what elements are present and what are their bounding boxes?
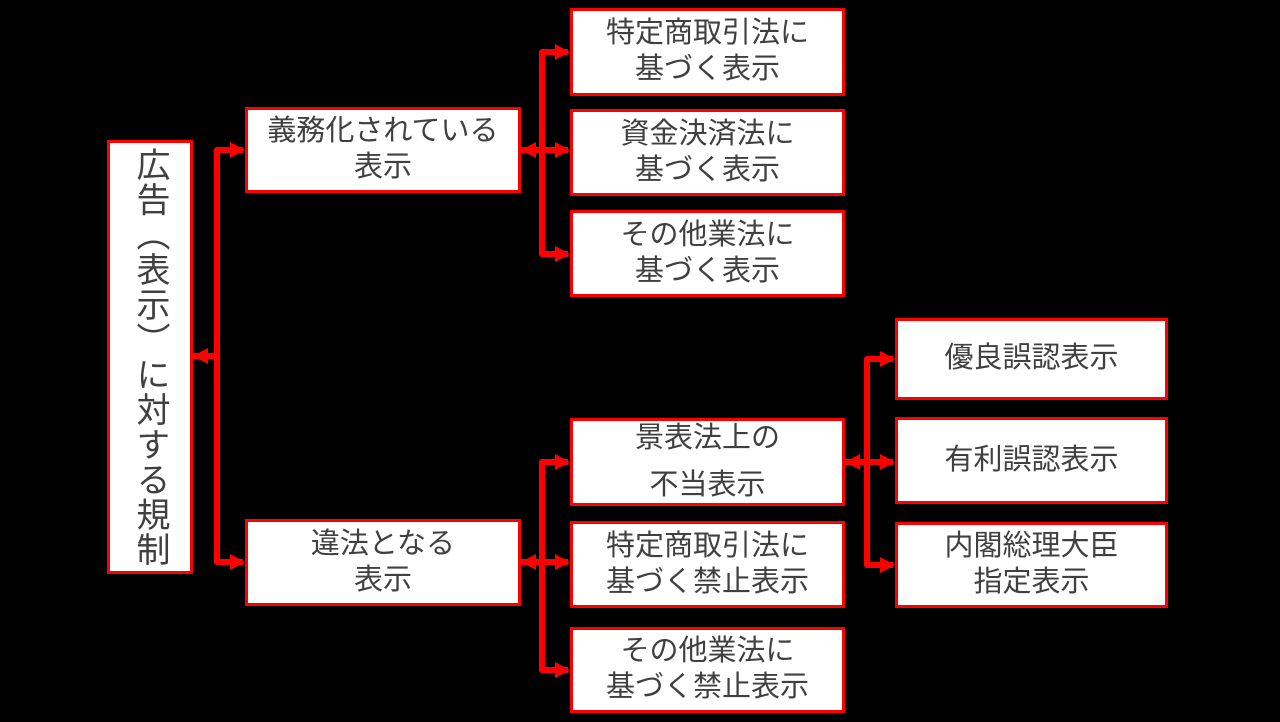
arrowhead	[880, 351, 895, 367]
node-label-line: 基づく表示	[634, 53, 780, 85]
node-label-line: その他業法に	[620, 218, 795, 251]
arrowhead	[555, 246, 570, 262]
arrowhead	[521, 554, 536, 570]
arrowhead	[880, 454, 895, 470]
connector-keihyoho-to-yuryo	[845, 356, 893, 465]
arrowhead	[230, 554, 245, 570]
node-label-line: 指定表示	[973, 566, 1090, 598]
node-tokutei-kinshi: 特定商取引法に 基づく禁止表示	[570, 521, 845, 608]
node-root: 広告（表示）に対する規制	[107, 140, 193, 574]
arrowhead	[555, 662, 570, 678]
arrowhead	[555, 44, 570, 60]
arrowhead	[555, 142, 570, 158]
node-label-line: 基づく表示	[634, 254, 780, 287]
node-label-line: 有利誤認表示	[944, 443, 1119, 476]
arrowhead	[230, 142, 245, 158]
node-sonota-hyoji: その他業法に 基づく表示	[570, 210, 845, 297]
node-keihyoho-futo: 景表法上の 不当表示	[570, 418, 845, 506]
node-label-line: 特定商取引法に	[605, 529, 809, 562]
node-label-line: 基づく表示	[634, 153, 780, 186]
node-label-line: 表示	[353, 563, 412, 596]
connector-mandatory-to-sonota	[521, 147, 568, 257]
node-shikin-hyoji: 資金決済法に 基づく表示	[570, 109, 845, 196]
node-label-line: その他業法に	[620, 635, 795, 668]
arrowhead	[521, 142, 536, 158]
node-label-line: 違法となる	[310, 527, 456, 560]
node-yuri-gonin: 有利誤認表示	[895, 417, 1168, 504]
node-mandatory-display: 義務化されている 表示	[245, 107, 521, 193]
node-label-line: 義務化されている	[267, 115, 499, 148]
node-tokutei-hyoji: 特定商取引法に 基づく表示	[570, 8, 845, 96]
connector-keihyoho-to-naikaku	[845, 459, 893, 568]
connector-root-to-mandatory	[193, 147, 243, 359]
node-root-label: 広告（表示）に対する規制	[131, 147, 169, 567]
connector-mandatory-to-tokutei	[521, 49, 568, 153]
node-label-line: 内閣総理大臣	[944, 530, 1119, 563]
connector-illegal-to-keihyoho	[521, 459, 568, 565]
arrowhead	[880, 557, 895, 573]
node-label-line: 優良誤認表示	[944, 342, 1119, 375]
arrowhead	[193, 348, 208, 364]
node-illegal-display: 違法となる 表示	[245, 519, 521, 606]
node-label-line: 景表法上の	[634, 422, 780, 455]
arrowhead	[555, 554, 570, 570]
node-label-line: 表示	[353, 151, 412, 183]
node-sonota-kinshi: その他業法に 基づく禁止表示	[570, 627, 845, 713]
node-label-line: 不当表示	[649, 469, 766, 501]
arrowhead	[555, 454, 570, 470]
node-naikaku-shitei: 内閣総理大臣 指定表示	[895, 522, 1168, 608]
node-label-line: 基づく禁止表示	[605, 671, 809, 703]
node-label-line: 特定商取引法に	[605, 17, 809, 50]
node-label-line: 資金決済法に	[620, 117, 795, 150]
node-label-line: 基づく禁止表示	[605, 565, 809, 598]
arrowhead	[845, 454, 860, 470]
node-yuryo-gonin: 優良誤認表示	[895, 318, 1168, 400]
connector-root-to-illegal	[193, 353, 243, 565]
connector-illegal-to-sonota-kinshi	[521, 559, 568, 673]
